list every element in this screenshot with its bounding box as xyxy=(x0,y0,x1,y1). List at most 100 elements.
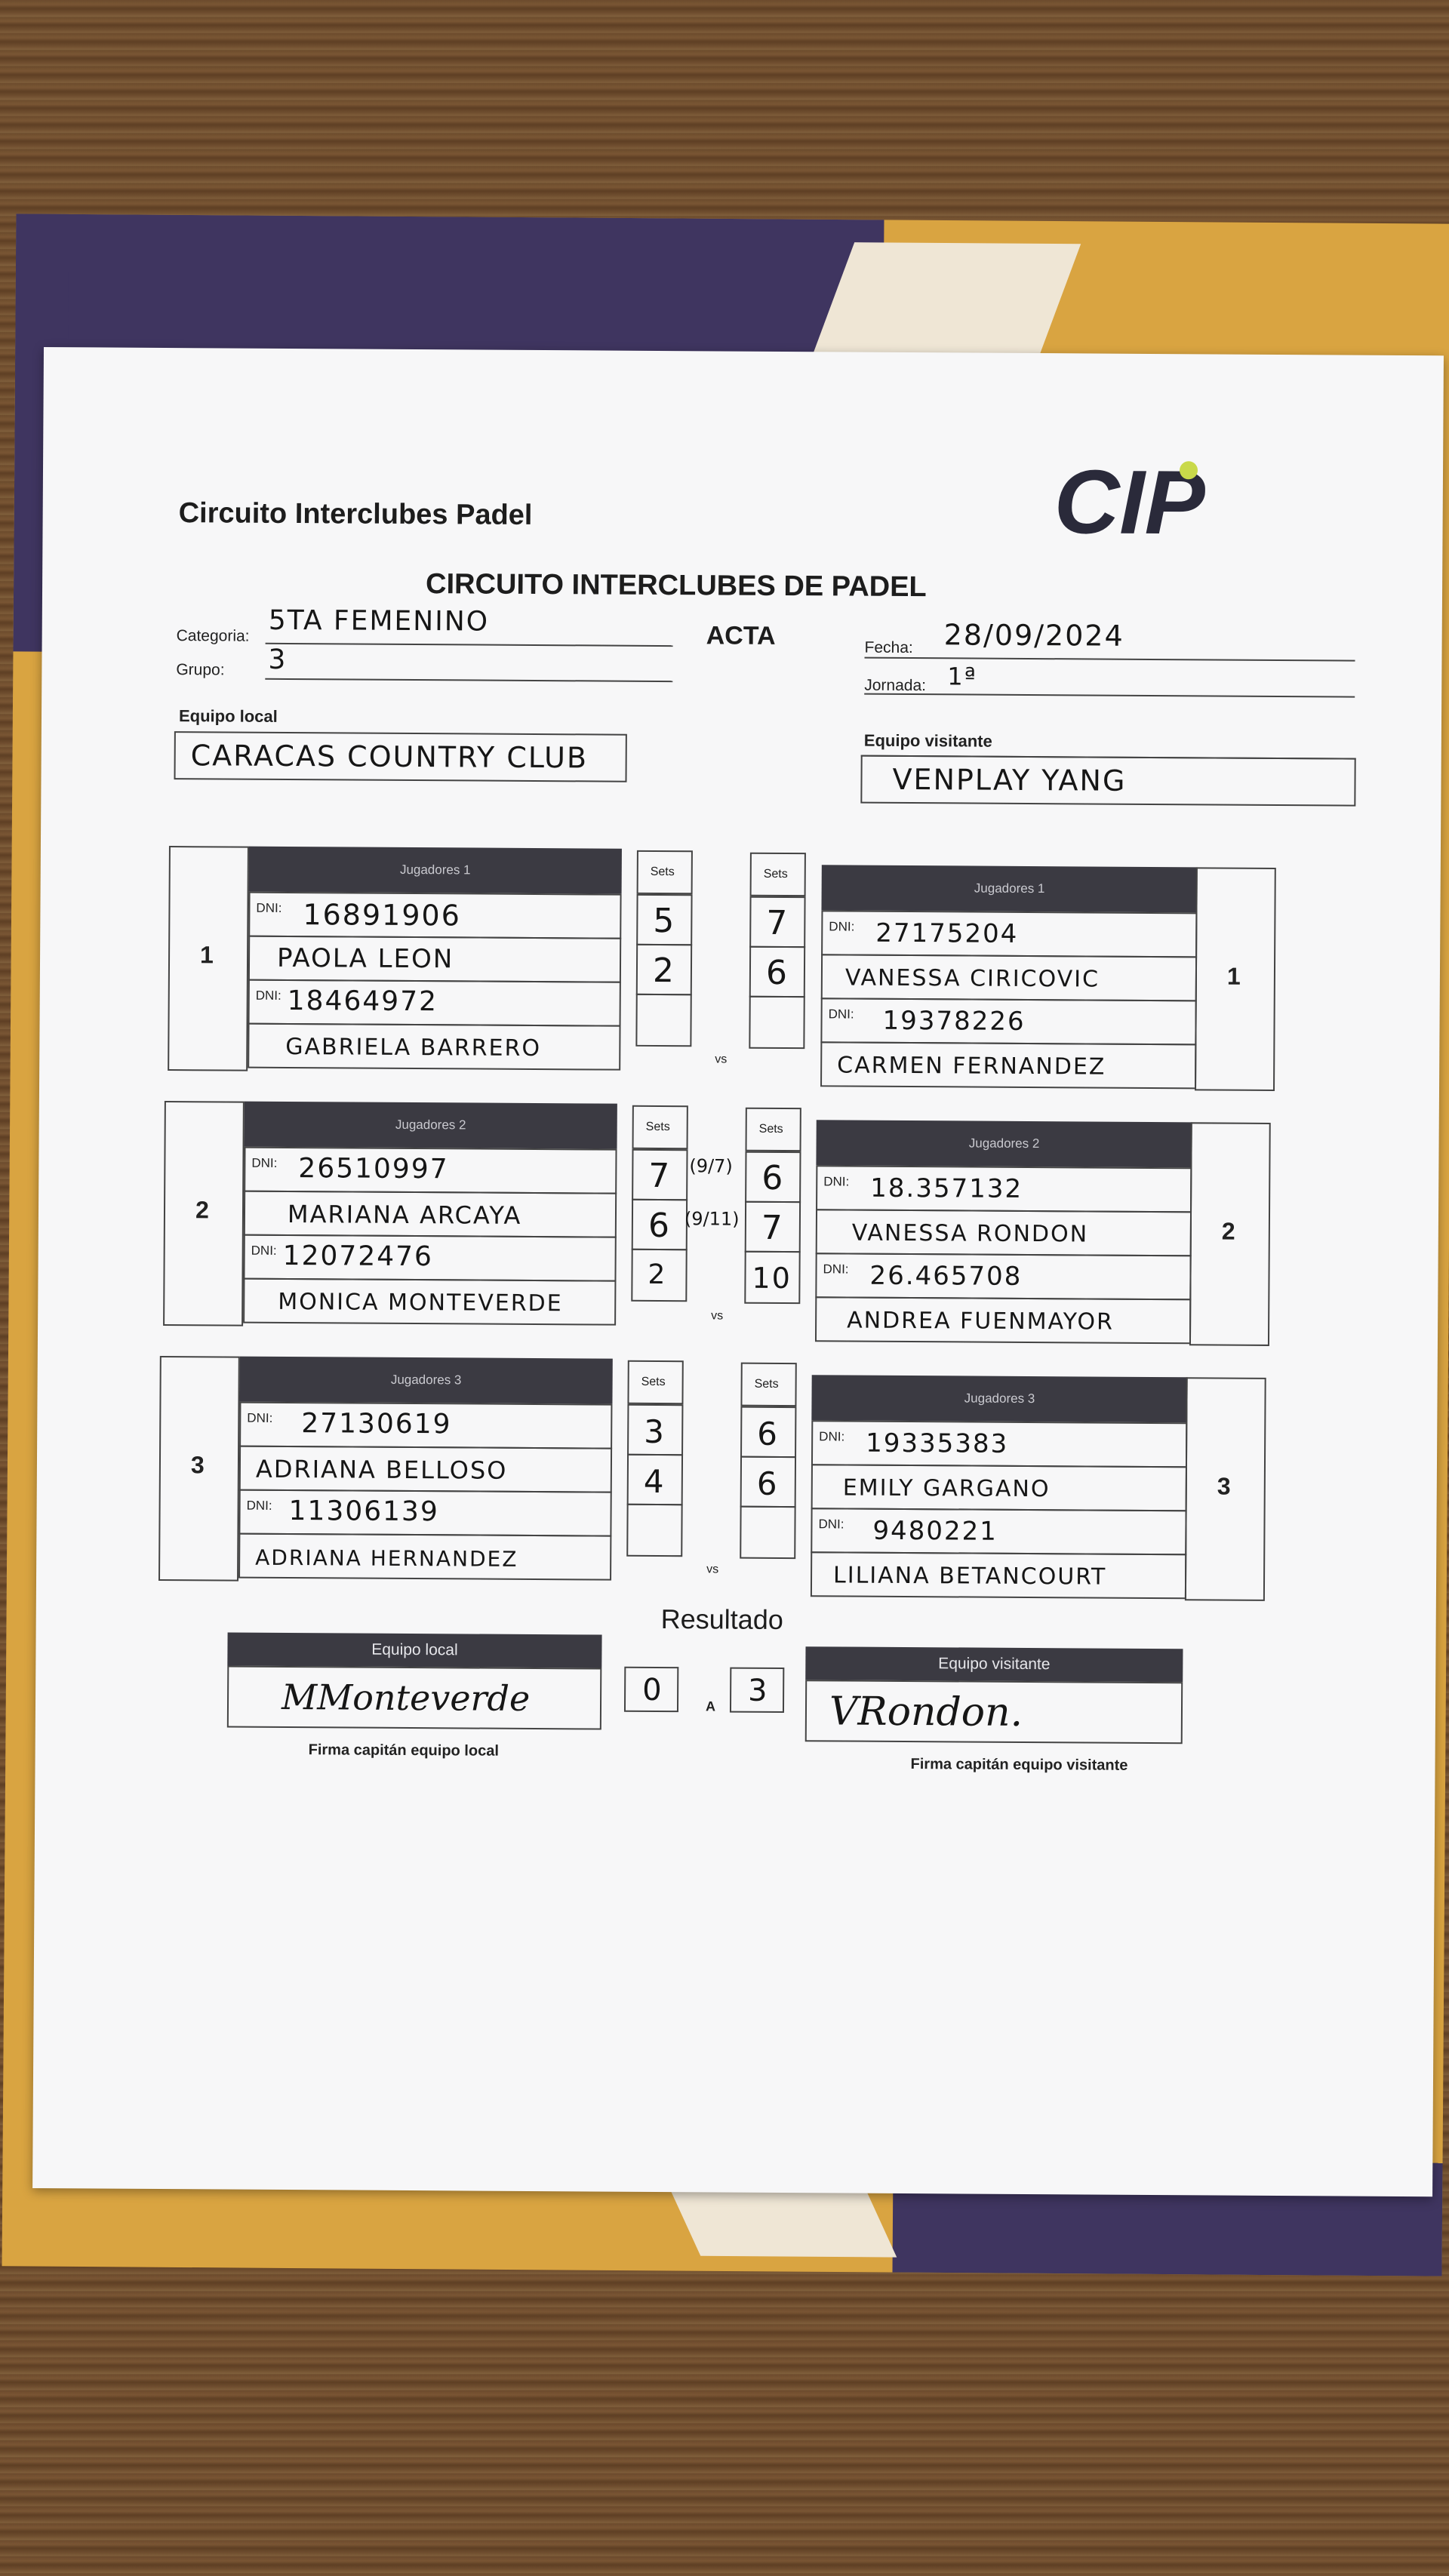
visit-dni2-row: DNI: 26.465708 xyxy=(815,1253,1192,1301)
visit-dni1-row: DNI: 19335383 xyxy=(811,1420,1188,1468)
visit-sets-header: Sets xyxy=(749,852,806,897)
visit-set2-score: 6 xyxy=(765,953,789,993)
local-signature-caption: Firma capitán equipo local xyxy=(308,1741,499,1760)
local-dni1-row: DNI: 16891906 xyxy=(248,891,622,939)
visit-dni2: 19378226 xyxy=(882,1005,1026,1037)
jornada-label: Jornada: xyxy=(864,676,927,695)
visit-set2: 6 xyxy=(749,945,806,998)
local-name1: MARIANA ARCAYA xyxy=(287,1199,522,1230)
grupo-line xyxy=(265,678,673,683)
visit-dni2-row: DNI: 9480221 xyxy=(811,1508,1187,1556)
visit-set2-score: 6 xyxy=(756,1465,779,1502)
local-set3 xyxy=(635,993,692,1047)
cip-logo: CIP xyxy=(1054,451,1205,543)
visit-dni2: 26.465708 xyxy=(869,1260,1023,1292)
local-set3 xyxy=(626,1503,683,1557)
match-number-cell: 2 xyxy=(163,1100,245,1326)
categoria-line xyxy=(265,642,673,647)
visit-number-cell: 3 xyxy=(1184,1377,1266,1601)
visit-sets-header: Sets xyxy=(740,1362,797,1407)
local-players-header: Jugadores 1 xyxy=(248,846,622,894)
org-title: Circuito Interclubes Padel xyxy=(178,497,533,531)
dni-label: DNI: xyxy=(829,919,855,934)
local-set2-score: 2 xyxy=(652,951,676,991)
sets-label: Sets xyxy=(645,1120,670,1134)
local-dni2-row: DNI: 12072476 xyxy=(243,1234,617,1282)
local-set2: 6 xyxy=(631,1198,688,1251)
grupo-label: Grupo: xyxy=(176,661,225,679)
local-set2: 2 xyxy=(635,943,693,996)
resultado-title: Resultado xyxy=(660,1603,783,1636)
local-set1: 5 xyxy=(636,893,693,946)
visit-name2: ANDREA FUENMAYOR xyxy=(847,1307,1115,1336)
visit-name2-row: LILIANA BETANCOURT xyxy=(810,1551,1187,1600)
visit-players-header: Jugadores 1 xyxy=(821,865,1198,913)
local-players-header: Jugadores 3 xyxy=(239,1356,613,1404)
equipo-local-box: CARACAS COUNTRY CLUB xyxy=(174,731,627,782)
equipo-visitante-box: VENPLAY YANG xyxy=(860,755,1356,807)
document-title: CIRCUITO INTERCLUBES DE PADEL xyxy=(425,568,927,604)
dni-label: DNI: xyxy=(255,988,281,1003)
local-name1-row: ADRIANA BELLOSO xyxy=(238,1445,613,1493)
visit-dni1: 27175204 xyxy=(875,918,1019,949)
jornada-value: 1ª xyxy=(947,662,977,691)
local-sets-header: Sets xyxy=(636,850,693,895)
logo-text: CIP xyxy=(1054,451,1205,543)
vs-label: vs xyxy=(711,1309,724,1323)
dni-label: DNI: xyxy=(818,1517,844,1532)
visit-signature-box: VRondon. xyxy=(804,1680,1183,1744)
equipo-visitante-value: VENPLAY YANG xyxy=(892,762,1127,798)
dni-label: DNI: xyxy=(251,1155,278,1170)
sets-label: Sets xyxy=(758,1122,783,1136)
equipo-local-value: CARACAS COUNTRY CLUB xyxy=(190,739,589,775)
tiebreak-set1: (9/7) xyxy=(689,1155,733,1177)
visit-dni2: 9480221 xyxy=(872,1515,998,1547)
fecha-value: 28/09/2024 xyxy=(943,618,1124,653)
sets-label: Sets xyxy=(650,865,675,879)
visit-name1: EMILY GARGANO xyxy=(842,1474,1051,1503)
visit-dni2-row: DNI: 19378226 xyxy=(820,998,1197,1046)
local-dni1: 27130619 xyxy=(301,1408,452,1440)
local-dni2-row: DNI: 18464972 xyxy=(248,979,621,1027)
local-name2-row: GABRIELA BARRERO xyxy=(248,1022,621,1071)
local-dni2-row: DNI: 11306139 xyxy=(238,1489,612,1537)
fecha-label: Fecha: xyxy=(864,638,913,657)
local-signature-box: MMonteverde xyxy=(226,1665,602,1730)
visit-players-header: Jugadores 2 xyxy=(816,1120,1192,1168)
score-separator: A xyxy=(705,1698,716,1714)
visit-set3 xyxy=(749,995,805,1050)
visit-set1-score: 7 xyxy=(766,903,789,943)
local-name1: PAOLA LEON xyxy=(276,942,454,975)
sets-label: Sets xyxy=(641,1375,666,1389)
visit-set3 xyxy=(740,1505,796,1560)
grupo-value: 3 xyxy=(268,644,288,675)
visit-name2: LILIANA BETANCOURT xyxy=(832,1562,1107,1591)
local-dni2: 12072476 xyxy=(282,1240,434,1273)
dni-label: DNI: xyxy=(823,1262,849,1277)
visit-name1: VANESSA CIRICOVIC xyxy=(844,964,1100,993)
dni-label: DNI: xyxy=(256,900,282,915)
categoria-label: Categoria: xyxy=(176,627,250,645)
result-local-header: Equipo local xyxy=(227,1632,602,1668)
local-set1-score: 3 xyxy=(644,1412,666,1451)
local-set2: 4 xyxy=(626,1453,684,1506)
visit-match-number: 3 xyxy=(1217,1472,1231,1500)
equipo-visitante-label: Equipo visitante xyxy=(863,730,992,751)
local-set1: 7 xyxy=(632,1148,688,1201)
local-dni1-row: DNI: 27130619 xyxy=(239,1401,613,1449)
visit-dni1: 18.357132 xyxy=(870,1173,1023,1204)
tiebreak-set2: (9/11) xyxy=(684,1208,740,1230)
visit-dni1-row: DNI: 27175204 xyxy=(821,910,1198,958)
vs-label: vs xyxy=(706,1563,719,1576)
visit-sets-header: Sets xyxy=(745,1107,801,1152)
visit-players-header: Jugadores 3 xyxy=(811,1375,1188,1423)
local-set1-score: 7 xyxy=(648,1156,672,1196)
visit-set1: 6 xyxy=(740,1406,797,1459)
visit-name1: VANESSA RONDON xyxy=(851,1219,1089,1248)
local-signature: MMonteverde xyxy=(281,1676,531,1719)
visit-set1-score: 6 xyxy=(761,1158,785,1198)
local-name2: GABRIELA BARRERO xyxy=(285,1033,542,1062)
visit-number-cell: 2 xyxy=(1189,1122,1271,1346)
local-name2-row: ADRIANA HERNANDEZ xyxy=(238,1532,612,1581)
visit-name1-row: VANESSA CIRICOVIC xyxy=(820,954,1198,1002)
